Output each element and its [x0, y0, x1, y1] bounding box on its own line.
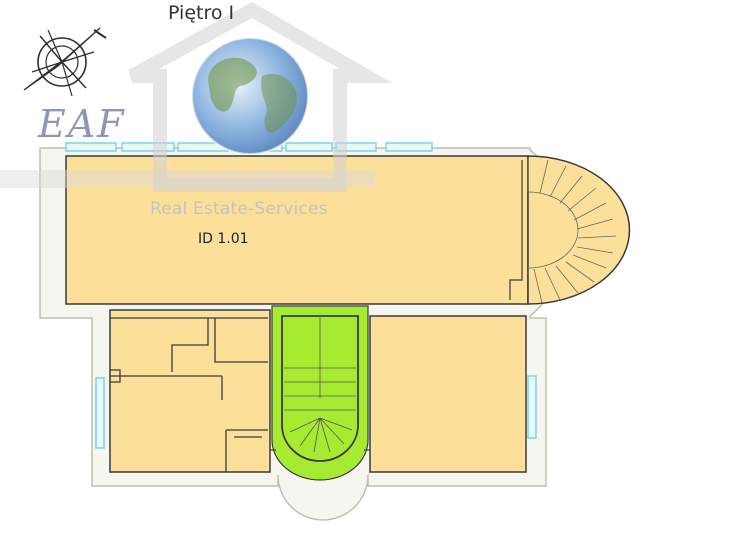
brand-logo: EAF — [38, 102, 126, 146]
floor-title: Piętro I — [168, 2, 235, 24]
room-id-label: ID 1.01 — [198, 231, 249, 247]
interior-walls — [110, 317, 268, 472]
central-stair-steps — [284, 316, 356, 453]
room-lower-right — [369, 315, 527, 473]
globe-icon — [191, 37, 309, 155]
compass-rose-icon — [23, 27, 107, 97]
room-lower-left-block — [109, 309, 271, 473]
watermark-band — [0, 170, 375, 188]
spiral-stair — [527, 158, 617, 304]
stair-landing-wall — [509, 160, 523, 300]
central-stair-inner — [281, 315, 359, 462]
brand-tagline: Real Estate-Services — [150, 199, 328, 219]
house-watermark-icon — [128, 1, 393, 192]
